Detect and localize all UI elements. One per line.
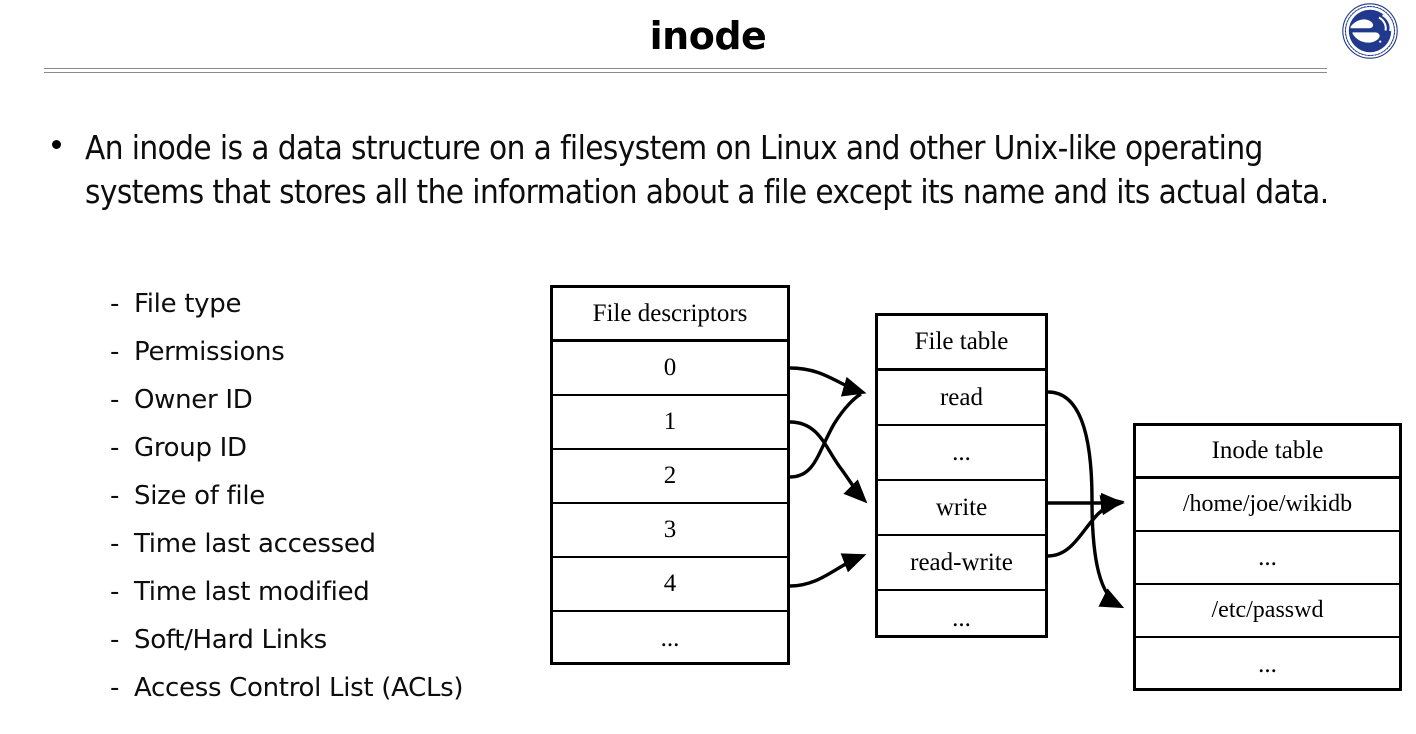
table-row: /etc/passwd bbox=[1136, 585, 1399, 638]
table-header: File descriptors bbox=[553, 288, 787, 342]
table-header: File table bbox=[878, 316, 1045, 371]
table-row: 2 bbox=[553, 450, 787, 504]
list-item-label: Permissions bbox=[134, 337, 285, 367]
table-row: 4 bbox=[553, 558, 787, 612]
connector-fd4-readwrite bbox=[789, 553, 867, 588]
list-item: -Owner ID bbox=[110, 376, 550, 424]
table-row: ... bbox=[1136, 532, 1399, 585]
connector-fd1-write bbox=[789, 420, 868, 504]
university-crest-logo bbox=[1341, 2, 1399, 60]
connector-readwrite-homejoewikidb bbox=[1047, 495, 1125, 558]
table-row: 0 bbox=[553, 342, 787, 396]
dash-marker: - bbox=[110, 529, 120, 559]
list-item-label: Time last accessed bbox=[134, 529, 376, 559]
table-header: Inode table bbox=[1136, 426, 1399, 479]
main-bullet-text: An inode is a data structure on a filesy… bbox=[85, 128, 1329, 211]
table-row: ... bbox=[952, 604, 971, 632]
list-item: -Soft/Hard Links bbox=[110, 616, 550, 664]
inode-attribute-list: -File type -Permissions -Owner ID -Group… bbox=[110, 280, 550, 712]
inode-table: Inode table /home/joe/wikidb ... /etc/pa… bbox=[1133, 423, 1402, 691]
table-row: read-write bbox=[878, 536, 1045, 591]
dash-marker: - bbox=[110, 289, 120, 319]
table-row: 1 bbox=[553, 396, 787, 450]
table-row: read bbox=[878, 371, 1045, 426]
dash-marker: - bbox=[110, 577, 120, 607]
list-item-label: Access Control List (ACLs) bbox=[134, 673, 464, 703]
file-descriptors-table: File descriptors 0 1 2 3 4 ... bbox=[550, 285, 790, 665]
list-item: -File type bbox=[110, 280, 550, 328]
list-item-label: Time last modified bbox=[134, 577, 370, 607]
dash-marker: - bbox=[110, 625, 120, 655]
connector-read-etcpasswd bbox=[1047, 390, 1125, 609]
list-item-label: Soft/Hard Links bbox=[134, 625, 327, 655]
dash-marker: - bbox=[110, 433, 120, 463]
connector-fd2-read bbox=[789, 392, 862, 479]
list-item: -Time last accessed bbox=[110, 520, 550, 568]
list-item: -Access Control List (ACLs) bbox=[110, 664, 550, 712]
page-title: inode bbox=[649, 14, 767, 58]
table-row: 3 bbox=[553, 504, 787, 558]
title-divider bbox=[44, 68, 1327, 73]
dash-marker: - bbox=[110, 673, 120, 703]
table-row: ... bbox=[878, 426, 1045, 481]
list-item-label: Size of file bbox=[134, 481, 265, 511]
table-row: /home/joe/wikidb bbox=[1136, 479, 1399, 532]
connector-fd0-read bbox=[789, 366, 867, 397]
bullet-dot-icon bbox=[52, 140, 61, 149]
list-item-label: Group ID bbox=[134, 433, 247, 463]
list-item-label: File type bbox=[134, 289, 242, 319]
table-row: ... bbox=[1258, 650, 1277, 678]
list-item: -Size of file bbox=[110, 472, 550, 520]
dash-marker: - bbox=[110, 385, 120, 415]
list-item: -Time last modified bbox=[110, 568, 550, 616]
dash-marker: - bbox=[110, 337, 120, 367]
list-item: -Group ID bbox=[110, 424, 550, 472]
table-row: ... bbox=[660, 625, 680, 652]
table-row: write bbox=[878, 481, 1045, 536]
list-item-label: Owner ID bbox=[134, 385, 253, 415]
list-item: -Permissions bbox=[110, 328, 550, 376]
dash-marker: - bbox=[110, 481, 120, 511]
file-table: File table read ... write read-write ... bbox=[875, 313, 1048, 638]
main-bullet: An inode is a data structure on a filesy… bbox=[52, 126, 1342, 214]
